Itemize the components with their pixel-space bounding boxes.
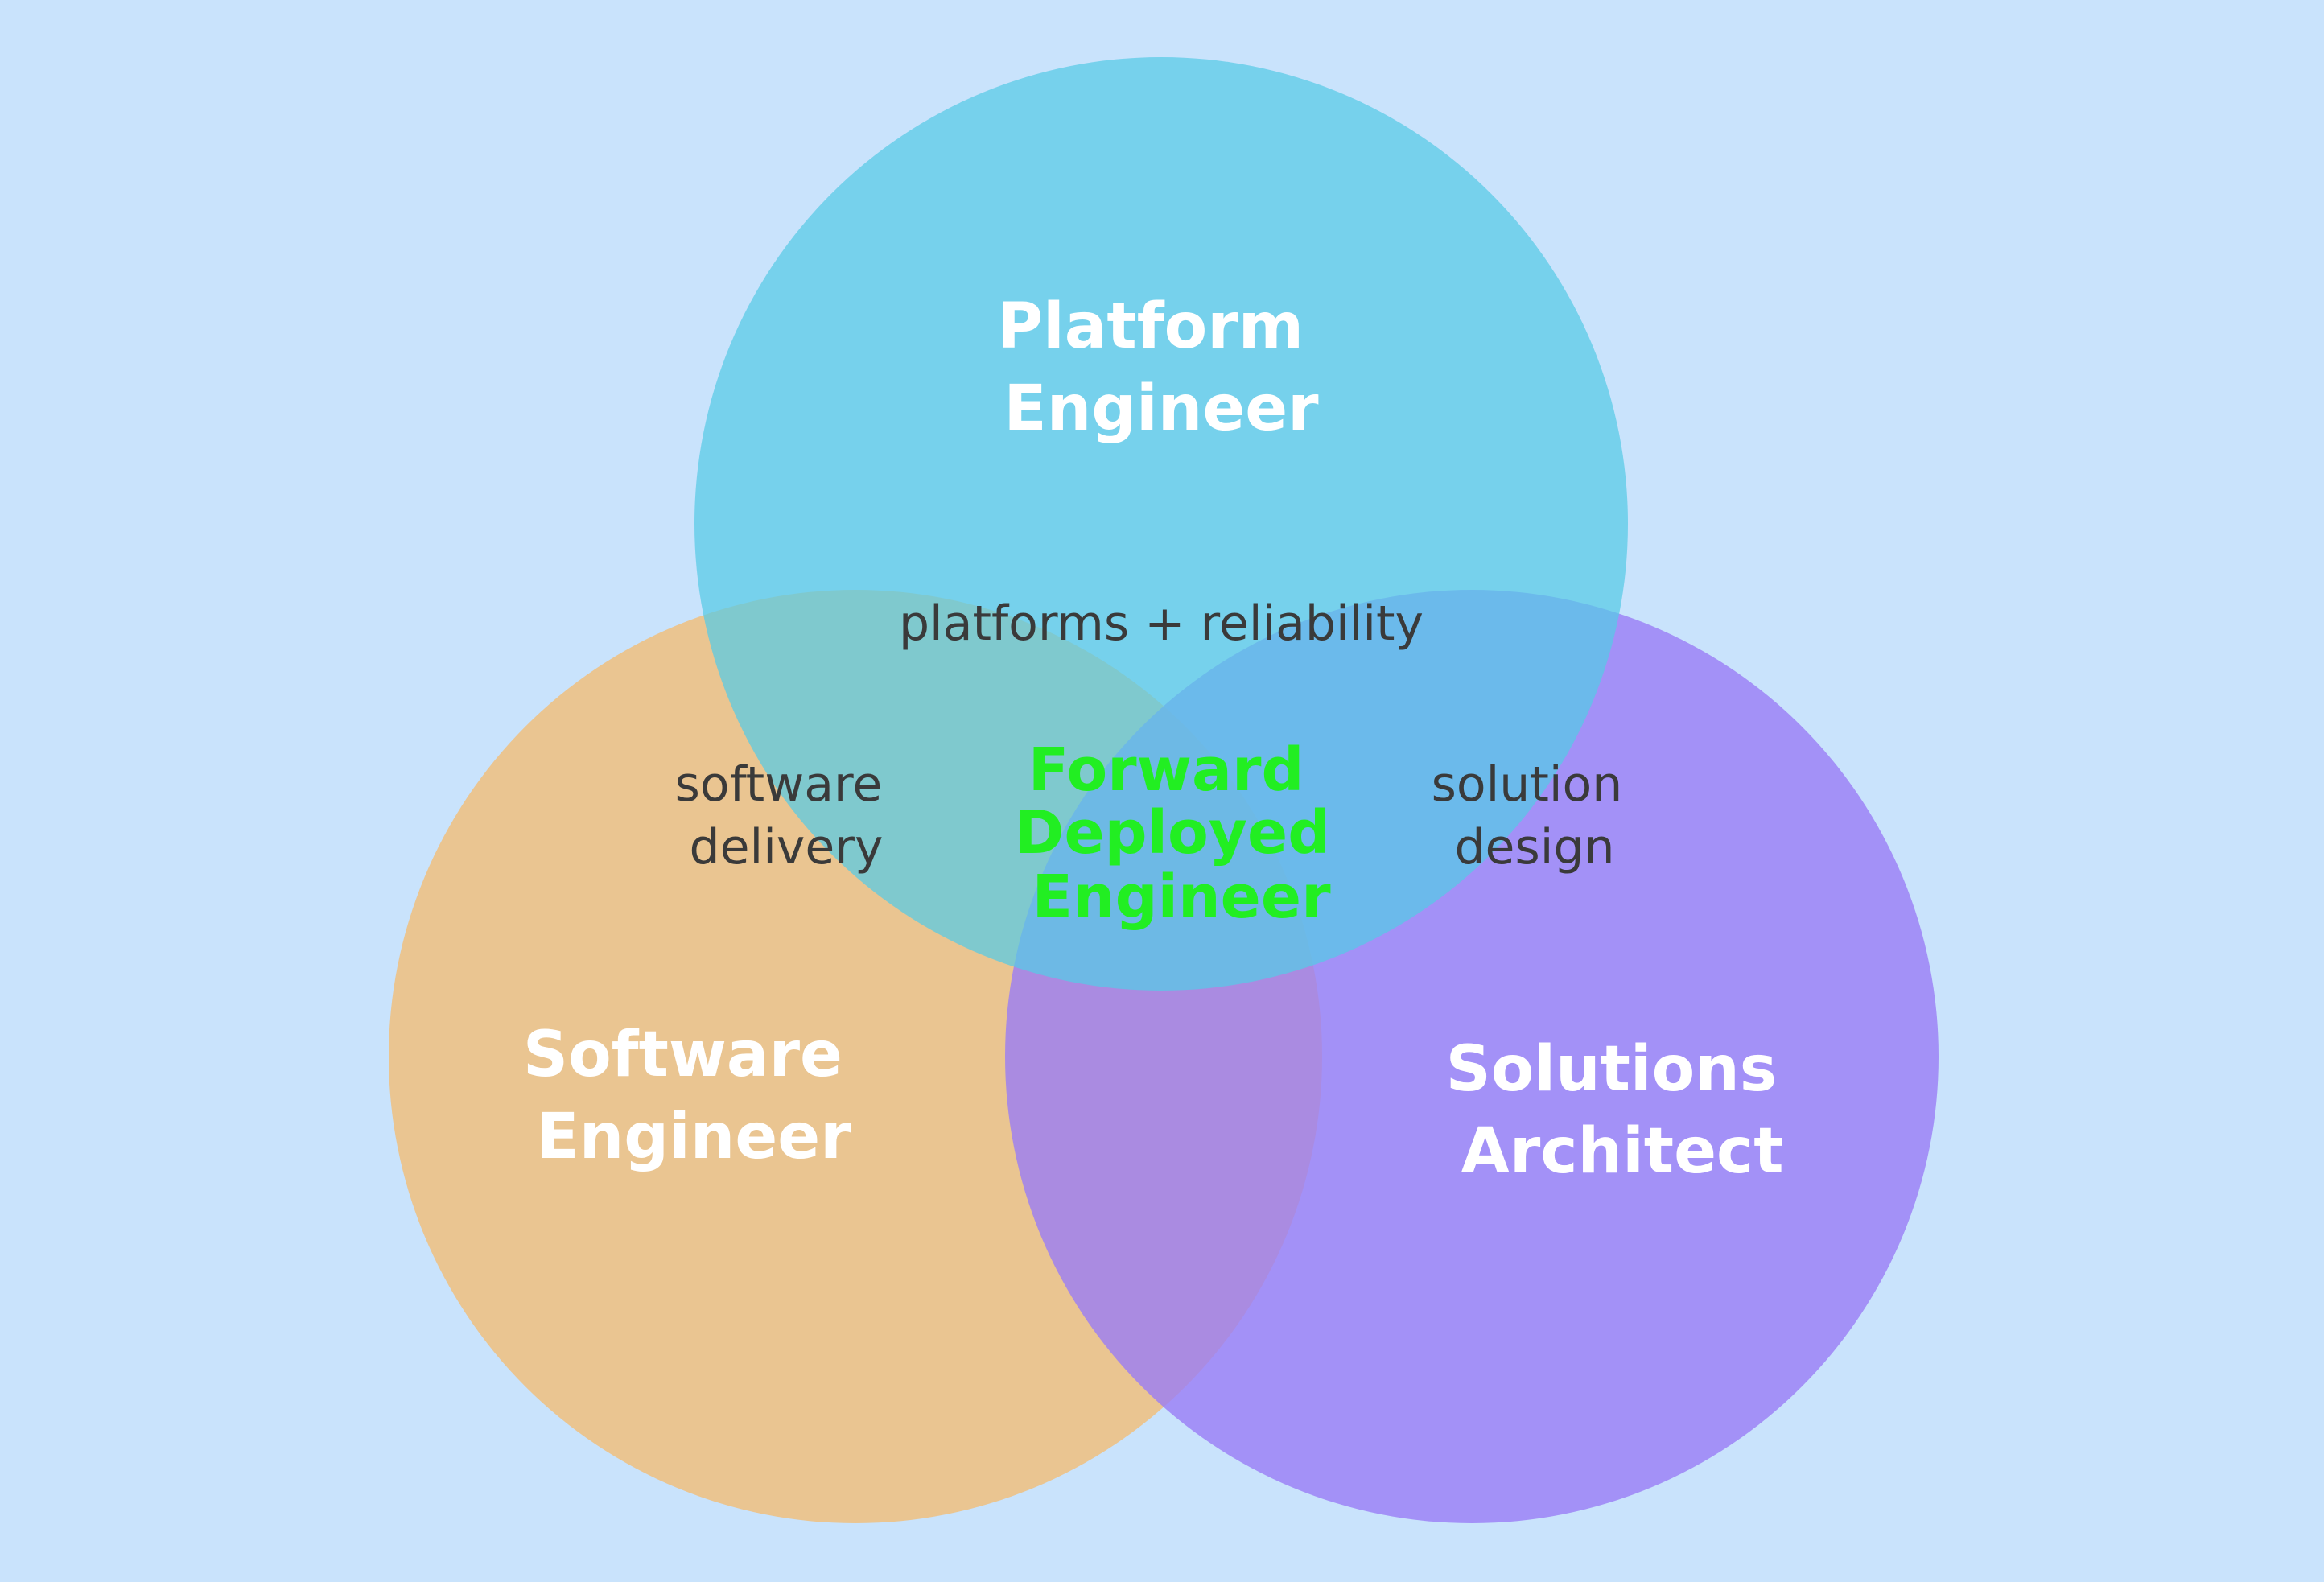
solution-design-line-1: solution xyxy=(1432,756,1623,813)
circle-platform-engineer xyxy=(694,57,1628,991)
platform-engineer-line-2: Engineer xyxy=(1003,373,1319,445)
software-delivery-line-1: software xyxy=(675,756,883,813)
platform-engineer-line-1: Platform xyxy=(997,290,1304,363)
platforms-reliability-label: platforms + reliability xyxy=(899,595,1424,652)
solution-design-label: solution design xyxy=(1432,756,1638,875)
solutions-architect-line-2: Architect xyxy=(1461,1115,1783,1188)
solution-design-line-2: design xyxy=(1454,819,1614,875)
solutions-architect-label: Solutions Architect xyxy=(1446,1033,1799,1188)
software-engineer-line-1: Software xyxy=(523,1019,843,1091)
forward-deployed-engineer-line-2: Deployed xyxy=(1015,798,1330,867)
forward-deployed-engineer-label: Forward Deployed Engineer xyxy=(1015,735,1351,932)
software-engineer-label: Software Engineer xyxy=(523,1019,864,1173)
software-engineer-line-2: Engineer xyxy=(536,1101,851,1173)
solutions-architect-line-1: Solutions xyxy=(1446,1033,1778,1106)
platform-engineer-label: Platform Engineer xyxy=(997,290,1325,445)
software-delivery-line-2: delivery xyxy=(690,819,884,875)
forward-deployed-engineer-line-1: Forward xyxy=(1028,735,1304,805)
forward-deployed-engineer-line-3: Engineer xyxy=(1032,863,1331,932)
platforms-reliability-line-1: platforms + reliability xyxy=(899,595,1424,652)
software-delivery-label: software delivery xyxy=(675,756,898,875)
